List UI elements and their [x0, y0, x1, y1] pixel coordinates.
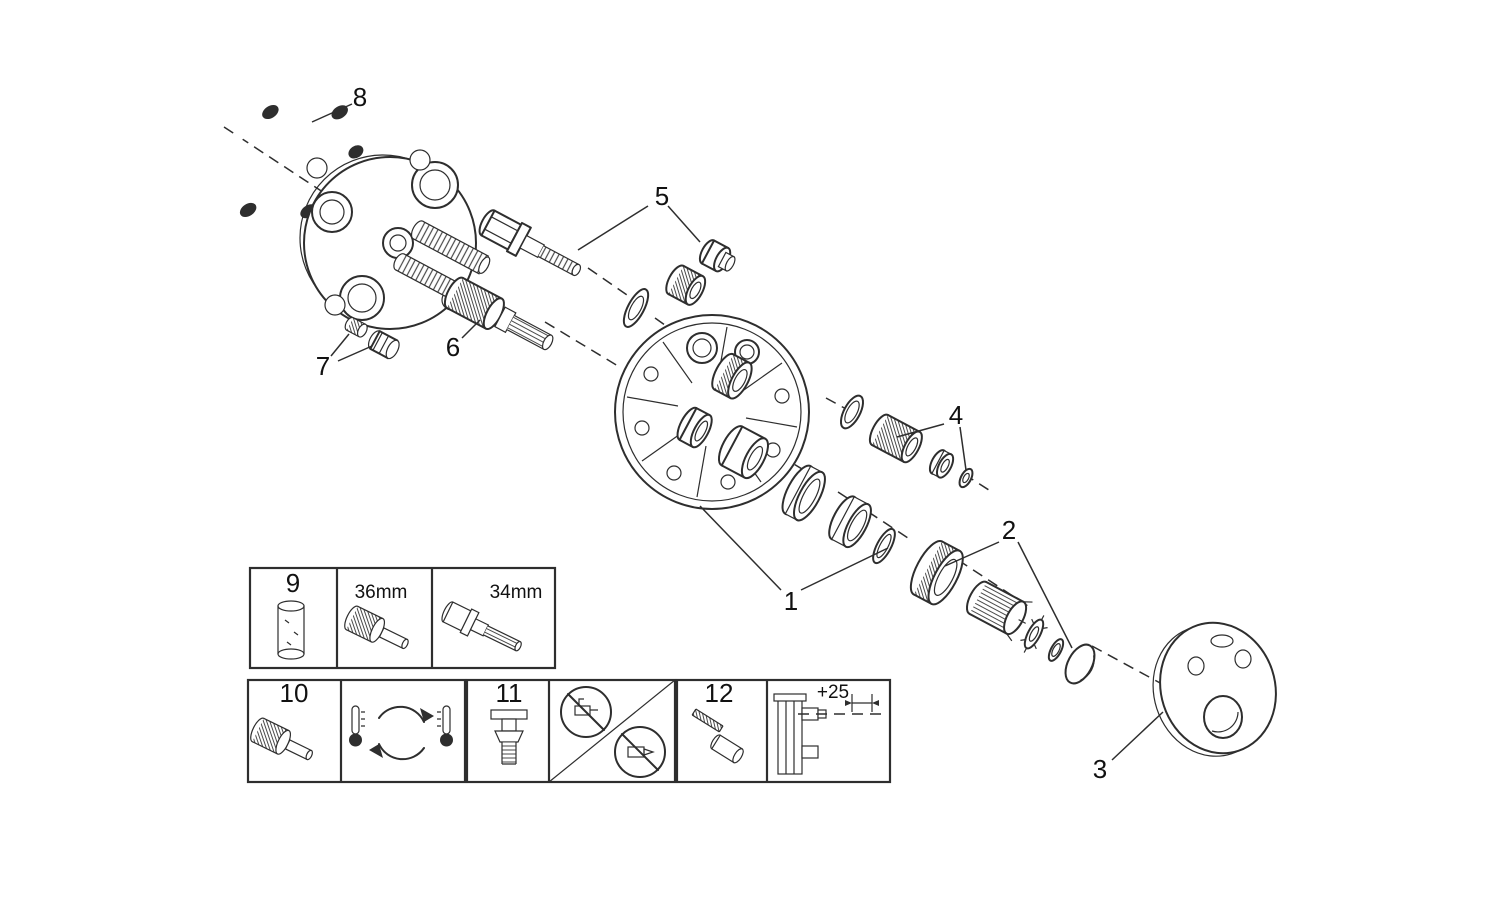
part-2-oring: [1047, 638, 1065, 662]
dim-36mm: 36mm: [355, 582, 408, 603]
part-2-cap: [1064, 643, 1096, 685]
part-4-oring: [839, 394, 865, 430]
box9-sleeve-part: [277, 600, 305, 660]
part-5-spindle: [478, 209, 582, 277]
cycle-arrows-icon: [369, 705, 434, 761]
callout-labels: 8 5 7 6 4 1 2 3: [316, 82, 1107, 784]
box10-cartridge: [250, 717, 313, 761]
mounting-plate: [614, 314, 810, 510]
part-5-knurled-nut: [665, 264, 707, 306]
box9-cartridge-34: [441, 601, 522, 652]
box-10: 10: [246, 678, 467, 784]
part-6-cartridge: [443, 276, 554, 351]
box-12: 12 +25: [675, 678, 892, 784]
part-1-oring: [872, 527, 896, 565]
no-grease-icon-2: [614, 726, 666, 778]
callout-10: 10: [280, 678, 309, 708]
part-4-bush: [868, 413, 923, 464]
no-grease-icon-1: [560, 686, 612, 738]
callout-12: 12: [705, 678, 734, 708]
brand-logo-mark: [1210, 634, 1234, 648]
thermometer-left-icon: [349, 705, 365, 747]
thermometer-right-icon: [437, 705, 453, 747]
box-9: 9 36mm 34mm: [248, 566, 557, 670]
callout-9: 9: [286, 568, 300, 598]
callout-3: 3: [1093, 754, 1107, 784]
valve-body: [299, 149, 491, 330]
part-2-ringnut: [909, 540, 964, 606]
box12-roller: [710, 734, 744, 764]
dim-offset: +25: [817, 682, 849, 703]
box11-check-valve: [490, 709, 528, 765]
dim-34mm: 34mm: [490, 582, 543, 603]
box11-diagonal-divider: [548, 679, 676, 783]
body-stud-upper: [410, 220, 491, 275]
callout-7: 7: [316, 351, 330, 381]
part-5-ring: [622, 288, 650, 328]
plate-boss-lower: [717, 425, 769, 480]
box12-pin: [691, 708, 724, 733]
part-5-cap: [698, 239, 736, 273]
callout-2: 2: [1002, 515, 1016, 545]
box9-cartridge-36: [344, 605, 409, 650]
callout-8: 8: [353, 82, 367, 112]
callout-11: 11: [496, 678, 523, 708]
part-2-spline-tube: [965, 580, 1033, 642]
part-2-star-washer: [1020, 615, 1048, 653]
part-4-washer-small: [958, 467, 974, 489]
box12-install-section: +25: [773, 682, 884, 775]
callout-leaders: [311, 103, 1164, 761]
box-11: 11: [465, 678, 677, 784]
plate-boss-mid: [676, 406, 713, 449]
callout-6: 6: [446, 332, 460, 362]
part-7-plugs: [344, 316, 400, 360]
part-4-washer-stack: [928, 449, 955, 479]
part-3-cover-plate: [1152, 621, 1277, 757]
callout-4: 4: [949, 400, 963, 430]
plate-boss-upper: [711, 352, 753, 400]
callout-5: 5: [655, 181, 669, 211]
part-1-sleeve: [828, 495, 872, 549]
part-1-collar: [781, 464, 826, 522]
callout-1: 1: [784, 586, 798, 616]
